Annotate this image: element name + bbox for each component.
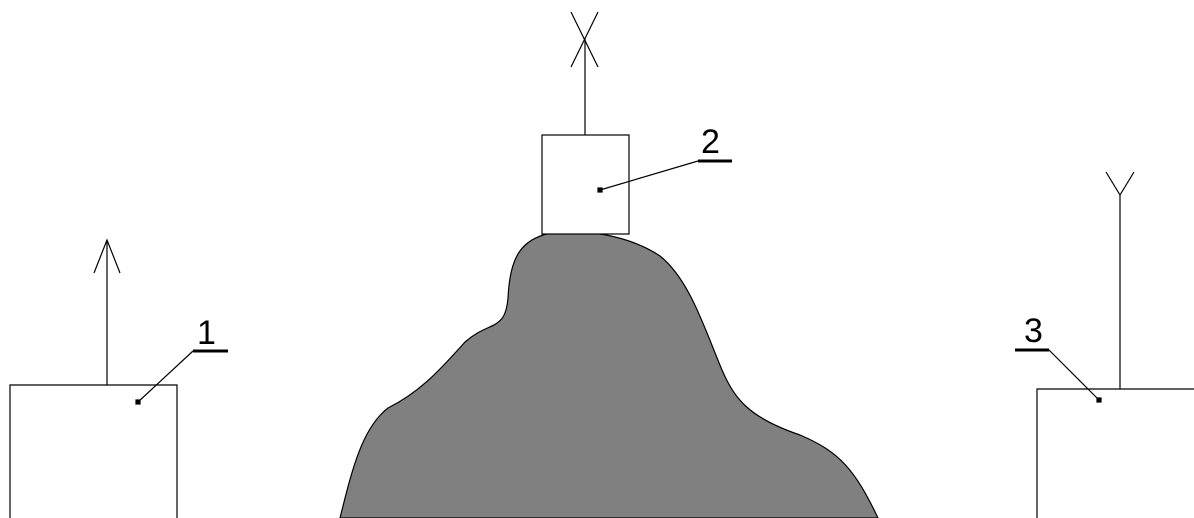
leader-line-3: [1049, 350, 1099, 400]
label-3: 3: [1024, 312, 1043, 350]
leader-line-1: [138, 351, 193, 402]
station-1: [10, 240, 228, 518]
label-1: 1: [197, 314, 216, 352]
mountain-terrain: [340, 232, 878, 518]
label-2: 2: [701, 123, 720, 161]
building-1: [10, 385, 177, 518]
building-3: [1037, 389, 1194, 518]
antenna-3-v-icon: [1106, 172, 1134, 195]
box-2: [542, 135, 629, 234]
